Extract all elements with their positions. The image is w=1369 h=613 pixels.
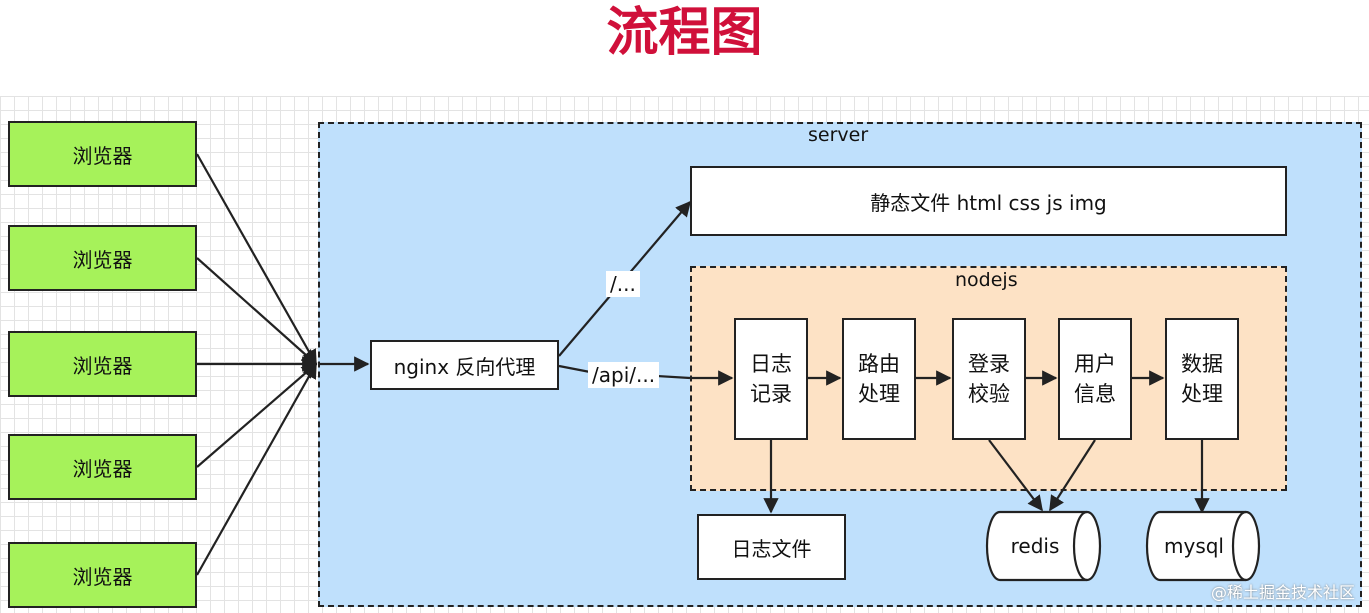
step-line: 处理	[858, 382, 900, 406]
step-data-handle: 数据处理	[1165, 318, 1239, 440]
browser-box: 浏览器	[8, 121, 197, 187]
edge-browser-5	[196, 362, 317, 576]
step-log-record: 日志记录	[734, 318, 808, 440]
step-line: 校验	[968, 382, 1010, 406]
redis-cylinder	[985, 510, 1102, 582]
step-line: 信息	[1074, 382, 1116, 406]
nginx-box: nginx 反向代理	[370, 340, 559, 390]
mysql-cylinder	[1145, 510, 1261, 582]
step-route-handle: 路由处理	[842, 318, 916, 440]
step-line: 数据	[1181, 352, 1223, 376]
watermark: @稀土掘金技术社区	[1210, 583, 1355, 602]
step-line: 用户	[1074, 352, 1116, 376]
browser-box: 浏览器	[8, 542, 197, 608]
edge-browser-1	[196, 153, 317, 366]
browser-box: 浏览器	[8, 225, 197, 291]
edge-label-static: /...	[606, 271, 640, 297]
edge-browser-4	[196, 362, 318, 468]
step-line: 日志	[750, 352, 792, 376]
static-files-box: 静态文件 html css js img	[690, 166, 1287, 236]
nodejs-label: nodejs	[955, 269, 1018, 291]
mysql-label: mysql	[1164, 534, 1224, 558]
server-label: server	[808, 124, 869, 146]
step-line: 路由	[858, 352, 900, 376]
page-title: 流程图	[606, 3, 763, 63]
step-line: 处理	[1181, 382, 1223, 406]
browser-box: 浏览器	[8, 434, 197, 500]
edge-login-redis	[988, 439, 1043, 512]
edge-browser-2	[196, 257, 318, 366]
step-line: 记录	[750, 382, 792, 406]
redis-label: redis	[1010, 534, 1060, 558]
step-login-check: 登录校验	[952, 318, 1026, 440]
edge-user-redis	[1049, 439, 1096, 512]
step-line: 登录	[968, 352, 1010, 376]
edge-label-api: /api/...	[588, 362, 660, 388]
browser-box: 浏览器	[8, 331, 197, 397]
log-file-box: 日志文件	[697, 514, 846, 580]
step-user-info: 用户信息	[1058, 318, 1132, 440]
